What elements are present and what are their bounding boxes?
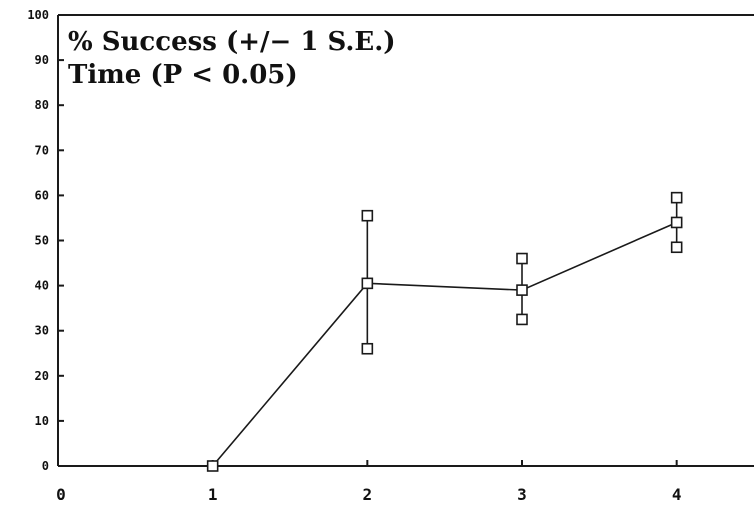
y-tick-label: 90: [35, 53, 49, 67]
data-point: [516, 284, 528, 296]
y-tick-label: 20: [35, 369, 49, 383]
x-tick-label: 3: [517, 485, 527, 504]
x-tick-label: 1: [208, 485, 218, 504]
x-tick-label: 2: [363, 485, 373, 504]
y-axis-ticks: 0 10 20 30 40 50 60 70 80 90 100: [27, 8, 64, 473]
x-tick-label: 4: [672, 485, 682, 504]
annotation-success-se: % Success (+/− 1 S.E.): [68, 27, 396, 57]
error-bar-upper-marker: [670, 191, 683, 204]
y-tick-label: 60: [35, 188, 49, 202]
y-tick-label: 70: [35, 143, 49, 157]
y-tick-label: 100: [27, 8, 49, 22]
error-bar-upper-marker: [516, 252, 528, 265]
error-bar-lower-marker: [516, 313, 528, 326]
error-bar-lower-marker: [361, 342, 374, 355]
data-point: [670, 216, 683, 229]
data-point: [206, 460, 219, 472]
series-line: [212, 221, 677, 467]
error-bar-upper-marker: [361, 209, 374, 222]
y-tick-label: 50: [35, 234, 49, 248]
y-tick-label: 80: [35, 98, 49, 112]
data-marks: [206, 191, 683, 472]
x-tick-label: 0: [56, 485, 66, 504]
annotation-time-p: Time (P < 0.05): [68, 60, 298, 90]
y-tick-label: 10: [35, 414, 49, 428]
error-bar-lower-marker: [670, 241, 683, 254]
y-tick-label: 0: [42, 459, 49, 473]
y-tick-label: 30: [35, 324, 49, 338]
y-tick-label: 40: [35, 279, 49, 293]
data-point: [361, 277, 374, 290]
